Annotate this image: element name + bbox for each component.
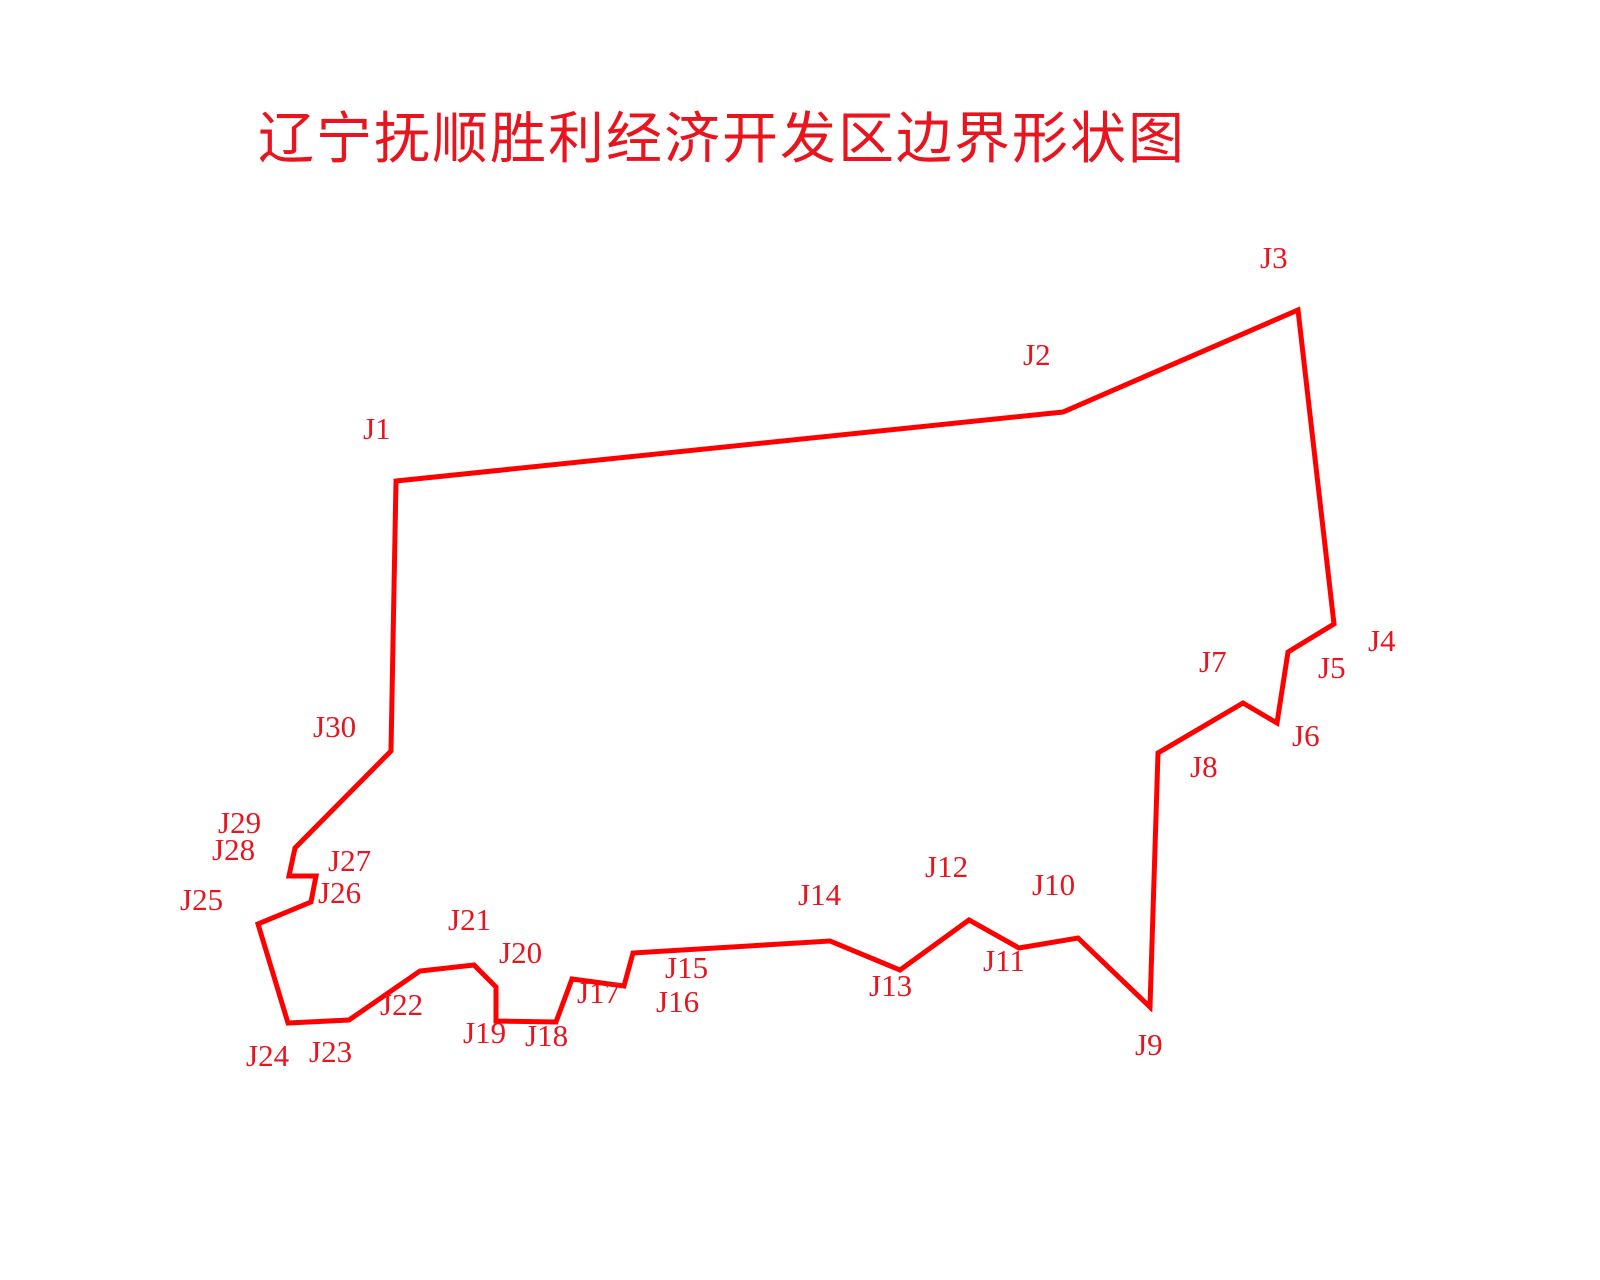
page-title: 辽宁抚顺胜利经济开发区边界形状图 [258,107,1186,172]
point-label-j17: J17 [577,975,620,1010]
point-label-j22: J22 [380,987,423,1022]
point-label-j21: J21 [448,902,491,937]
point-label-j12: J12 [925,849,968,884]
point-label-j30: J30 [313,709,356,744]
boundary-polygon [254,306,1337,1026]
point-label-j23: J23 [309,1034,352,1069]
point-label-j19: J19 [463,1015,506,1050]
point-label-j8: J8 [1190,749,1218,784]
point-label-j5: J5 [1318,650,1346,685]
point-label-j15: J15 [665,950,708,985]
point-label-j27: J27 [328,843,371,878]
point-label-j7: J7 [1199,644,1227,679]
point-label-j3: J3 [1260,240,1288,275]
point-label-j13: J13 [869,968,912,1003]
point-label-j2: J2 [1023,337,1051,372]
point-label-j10: J10 [1032,867,1075,902]
point-label-j9: J9 [1135,1027,1163,1062]
point-label-j26: J26 [318,875,361,910]
point-label-j24: J24 [246,1038,290,1073]
point-label-j20: J20 [499,935,542,970]
point-label-j4: J4 [1368,623,1396,658]
point-label-j28: J28 [212,832,255,867]
point-label-j6: J6 [1292,718,1320,753]
point-label-j29: J29 [218,805,261,840]
point-labels: J1J2J3J4J5J6J7J8J9J10J11J12J13J14J15J16J… [180,240,1396,1073]
point-label-j16: J16 [656,984,699,1019]
point-label-j18: J18 [525,1018,568,1053]
point-label-j14: J14 [798,877,842,912]
point-label-j25: J25 [180,882,223,917]
point-label-j11: J11 [983,943,1025,978]
point-label-j1: J1 [363,411,391,446]
